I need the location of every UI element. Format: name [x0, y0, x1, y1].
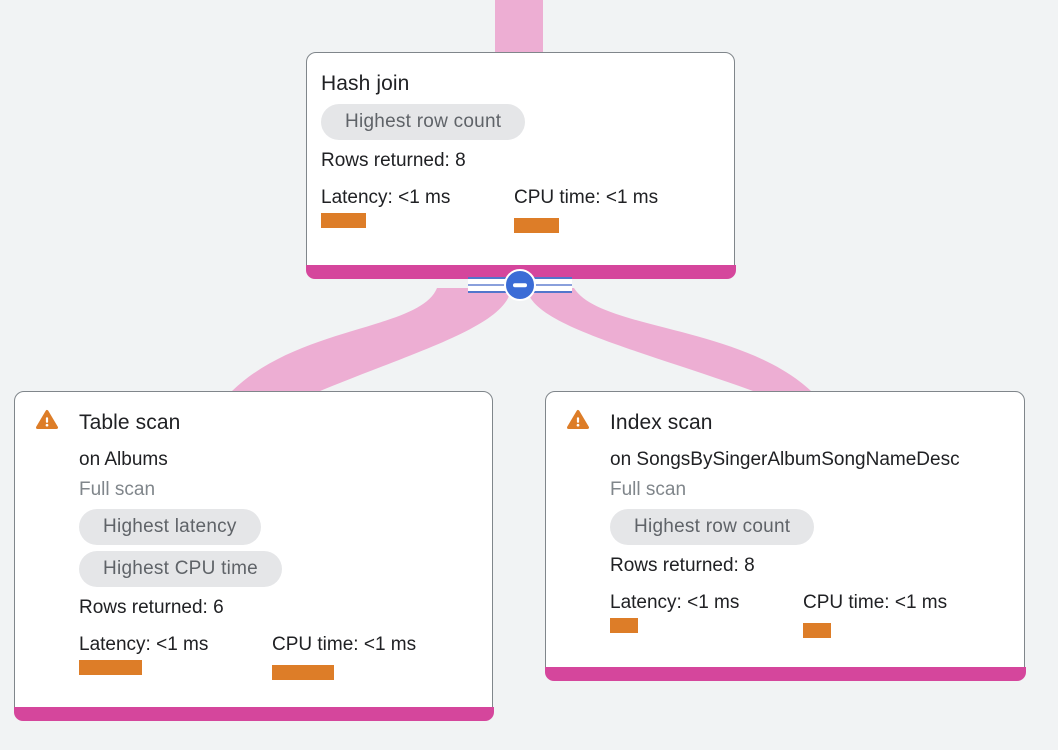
badge-highest-cpu-time: Highest CPU time: [79, 551, 282, 587]
cpu-time-bar: [514, 218, 559, 233]
node-target: on Albums: [79, 449, 168, 470]
node-index-scan[interactable]: Index scan on SongsBySingerAlbumSongName…: [544, 391, 1026, 681]
cpu-time-bar: [803, 623, 831, 638]
node-hash-join[interactable]: Hash join Highest row count Rows returne…: [305, 52, 736, 279]
warning-icon: [36, 410, 58, 429]
cpu-time-label: CPU time: <1 ms: [272, 634, 417, 655]
warning-icon: [567, 410, 589, 429]
node-title: Hash join: [321, 72, 410, 95]
rows-returned-label: Rows returned: 6: [79, 597, 224, 618]
latency-bar: [79, 660, 142, 675]
cpu-time-label: CPU time: <1 ms: [803, 592, 948, 613]
node-accent-bar: [13, 706, 494, 721]
badge-highest-latency: Highest latency: [79, 509, 261, 545]
node-accent-bar: [544, 666, 1026, 681]
latency-label: Latency: <1 ms: [321, 187, 451, 208]
edge-hashjoin-to-indexscan: [527, 288, 811, 391]
node-table-scan[interactable]: Table scan on Albums Full scan Highest l…: [13, 391, 494, 721]
cpu-time-bar: [272, 665, 334, 680]
latency-label: Latency: <1 ms: [610, 592, 740, 613]
collapse-children-button[interactable]: [504, 269, 536, 301]
latency-bar: [610, 618, 638, 633]
node-title: Index scan: [610, 411, 713, 434]
latency-label: Latency: <1 ms: [79, 634, 209, 655]
rows-returned-label: Rows returned: 8: [321, 150, 466, 171]
metrics-row: Latency: <1 ms CPU time: <1 ms: [79, 633, 478, 680]
latency-bar: [321, 213, 366, 228]
edge-parent-top: [495, 0, 543, 60]
badge-highest-row-count: Highest row count: [321, 104, 526, 140]
node-title: Table scan: [79, 411, 181, 434]
edge-hashjoin-to-tablescan: [232, 288, 511, 391]
scan-mode-label: Full scan: [610, 479, 687, 500]
metrics-row: Latency: <1 ms CPU time: <1 ms: [321, 186, 720, 233]
scan-mode-label: Full scan: [79, 479, 156, 500]
cpu-time-label: CPU time: <1 ms: [514, 187, 659, 208]
minus-icon: [513, 283, 527, 287]
badge-highest-row-count: Highest row count: [610, 509, 815, 545]
collapse-connector: [468, 269, 572, 301]
node-target: on SongsBySingerAlbumSongNameDesc: [610, 449, 960, 470]
metrics-row: Latency: <1 ms CPU time: <1 ms: [610, 591, 1010, 638]
rows-returned-label: Rows returned: 8: [610, 555, 755, 576]
